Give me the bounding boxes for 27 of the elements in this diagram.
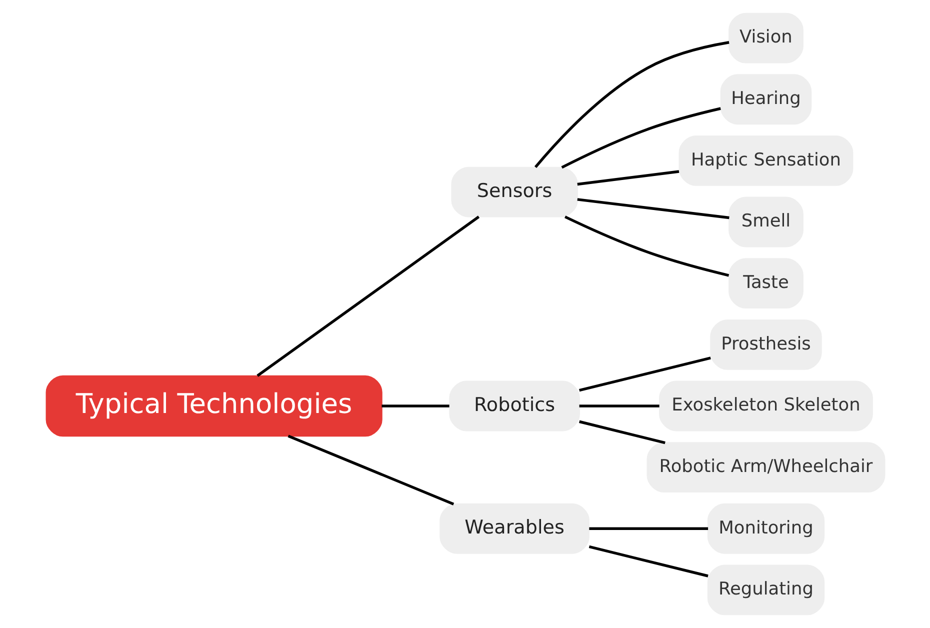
node-box: Smell — [728, 196, 803, 248]
node-box: Wearables — [439, 503, 590, 554]
node-box: Prosthesis — [710, 319, 822, 370]
connector — [560, 107, 720, 169]
connector — [578, 404, 659, 408]
connector — [578, 356, 710, 392]
node-box: Vision — [728, 12, 803, 64]
node-box: Taste — [728, 258, 803, 309]
connector — [564, 216, 729, 277]
connector — [576, 170, 679, 186]
node-box: Sensors — [450, 166, 578, 218]
connector — [576, 198, 729, 220]
node-box: Haptic Sensation — [678, 135, 853, 186]
node-box: Monitoring — [706, 503, 824, 554]
connector — [287, 434, 454, 506]
connector — [578, 420, 665, 444]
node-box: Robotics — [448, 380, 580, 432]
node-box: Hearing — [720, 74, 812, 125]
node-box: Exoskeleton Skeleton — [658, 380, 872, 432]
node-box: Typical Technologies — [45, 375, 382, 437]
connector — [588, 527, 708, 530]
connector — [534, 41, 729, 168]
connector — [588, 545, 708, 578]
node-box: Robotic Arm/Wheelchair — [646, 442, 885, 493]
connector — [256, 216, 480, 377]
connector — [381, 404, 449, 408]
node-box: Regulating — [706, 564, 824, 616]
